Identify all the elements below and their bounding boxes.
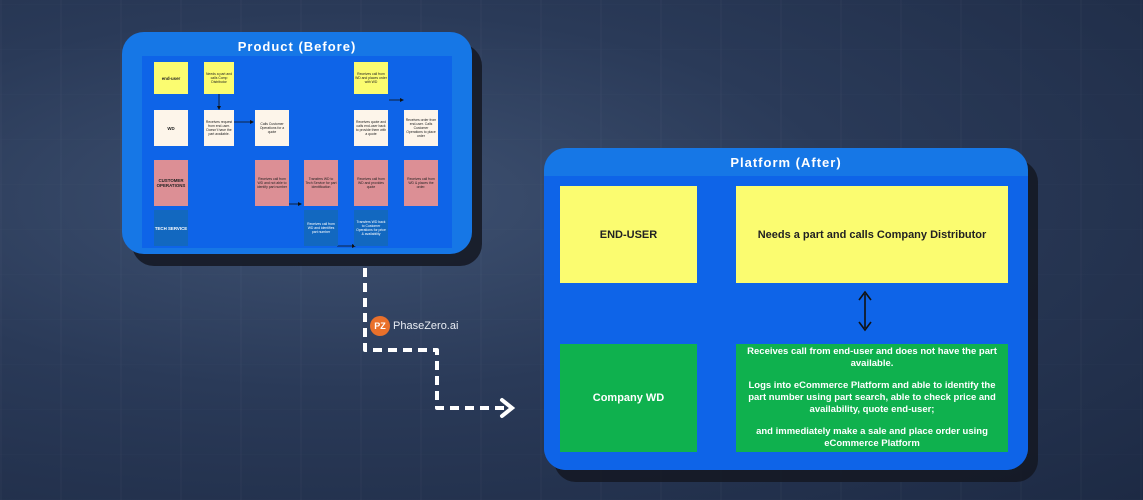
before-step: Transfers WD back to Customer Operations… <box>354 210 388 246</box>
before-step: Receives quote and calls end-user back t… <box>354 110 388 146</box>
phasezero-logo: PZ PhaseZero.ai <box>370 316 458 336</box>
before-diagram: end-user WD CUSTOMER OPERATIONS TECH SER… <box>142 56 452 248</box>
before-step: Receives order from end-user. Calls Cust… <box>404 110 438 146</box>
wd-step-line: Receives call from end-user and does not… <box>747 346 997 369</box>
before-lane-customer-operations: CUSTOMER OPERATIONS <box>154 160 188 206</box>
logo-text: PhaseZero.ai <box>393 320 459 332</box>
before-title: Product (Before) <box>237 39 357 54</box>
before-lane-end-user: end-user <box>154 62 188 94</box>
after-step-needs-part: Needs a part and calls Company Distribut… <box>736 186 1008 283</box>
before-step: Transfers WD to Tech Service for part id… <box>304 160 338 206</box>
after-step-company-wd: Receives call from end-user and does not… <box>736 344 1008 452</box>
after-lane-end-user: END-USER <box>560 186 697 283</box>
after-bidirectional-arrow <box>858 290 872 332</box>
before-step: Receives call from WD and provides quote <box>354 160 388 206</box>
before-step: Calls Customer Operations for a quote <box>255 110 289 146</box>
logo-mark: PZ <box>370 316 390 336</box>
before-step: Receives call from WD and places order w… <box>354 62 388 94</box>
before-step: Receives request from end-user. Doesn't … <box>204 110 234 146</box>
wd-step-line: and immediately make a sale and place or… <box>756 426 988 449</box>
after-title: Platform (After) <box>730 155 842 170</box>
after-card: Platform (After) END-USER Needs a part a… <box>544 148 1028 470</box>
before-lane-tech-service: TECH SERVICE <box>154 210 188 246</box>
before-step: Needs a part and calls Comp Distributor <box>204 62 234 94</box>
after-diagram: END-USER Needs a part and calls Company … <box>544 176 1028 470</box>
before-step: Receives call from WD and identifies par… <box>304 210 338 246</box>
wd-step-line: Logs into eCommerce Platform and able to… <box>748 380 996 415</box>
before-card: Product (Before) <box>122 32 472 254</box>
after-lane-company-wd: Company WD <box>560 344 697 452</box>
before-lane-wd: WD <box>154 110 188 146</box>
before-step: Receives call from WD & places the order… <box>404 160 438 206</box>
before-step: Receives call from WD and not able to id… <box>255 160 289 206</box>
